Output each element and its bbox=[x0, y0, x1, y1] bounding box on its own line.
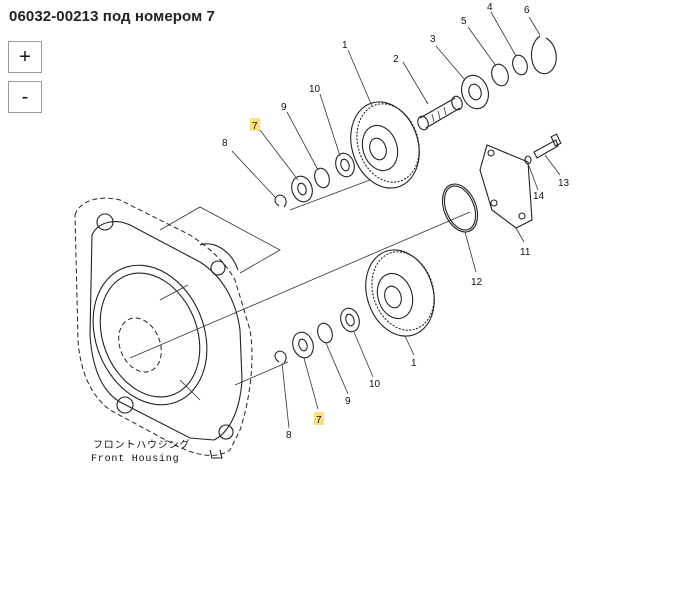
washer-part-14 bbox=[524, 155, 532, 165]
label-part-10-lower[interactable]: 10 bbox=[369, 379, 381, 390]
caption-front-housing-en: Front Housing bbox=[91, 453, 179, 465]
lower-small-parts bbox=[274, 307, 360, 364]
leader-lines bbox=[129, 179, 471, 386]
label-part-4[interactable]: 4 bbox=[487, 2, 493, 13]
label-part-7-upper[interactable]: 7 bbox=[252, 121, 258, 132]
bolt-part-13 bbox=[533, 133, 562, 159]
snap-ring-part-4 bbox=[512, 54, 528, 76]
ring-part-5 bbox=[491, 63, 509, 87]
page-title: 06032-00213 под номером 7 bbox=[9, 8, 215, 25]
oring-inner bbox=[443, 185, 477, 231]
label-part-14[interactable]: 14 bbox=[533, 191, 545, 202]
label-part-7-lower[interactable]: 7 bbox=[316, 415, 322, 426]
gear-upper bbox=[350, 101, 420, 189]
label-part-9-lower[interactable]: 9 bbox=[345, 396, 351, 407]
bearing-part-3 bbox=[461, 74, 489, 110]
highlight-part-7-lower bbox=[314, 412, 324, 425]
caption-front-housing-jp: フロントハウジング bbox=[93, 438, 190, 452]
label-part-11[interactable]: 11 bbox=[520, 247, 531, 258]
cover-part-11 bbox=[479, 144, 533, 229]
gear-lower bbox=[365, 249, 435, 337]
highlight-part-7-upper bbox=[250, 118, 260, 131]
callout-lines bbox=[231, 11, 561, 429]
front-housing bbox=[74, 197, 253, 459]
label-part-13[interactable]: 13 bbox=[558, 178, 570, 189]
label-part-9-upper[interactable]: 9 bbox=[281, 102, 287, 113]
label-part-10-upper[interactable]: 10 bbox=[309, 84, 321, 95]
label-part-1-lower[interactable]: 1 bbox=[411, 358, 417, 369]
label-part-1-upper[interactable]: 1 bbox=[342, 40, 348, 51]
circlip-part-6 bbox=[530, 35, 557, 75]
label-part-8-upper[interactable]: 8 bbox=[222, 138, 228, 149]
label-part-8-lower[interactable]: 8 bbox=[286, 430, 292, 441]
shaft-part-2 bbox=[417, 95, 463, 131]
upper-small-parts bbox=[274, 152, 355, 208]
zoom-out-button[interactable]: - bbox=[8, 81, 42, 113]
label-part-12[interactable]: 12 bbox=[471, 277, 483, 288]
label-part-6[interactable]: 6 bbox=[524, 5, 530, 16]
label-part-2[interactable]: 2 bbox=[393, 54, 399, 65]
oring-part-12 bbox=[441, 183, 479, 233]
zoom-in-button[interactable]: + bbox=[8, 41, 42, 73]
label-part-5[interactable]: 5 bbox=[461, 16, 467, 27]
label-part-3[interactable]: 3 bbox=[430, 34, 436, 45]
